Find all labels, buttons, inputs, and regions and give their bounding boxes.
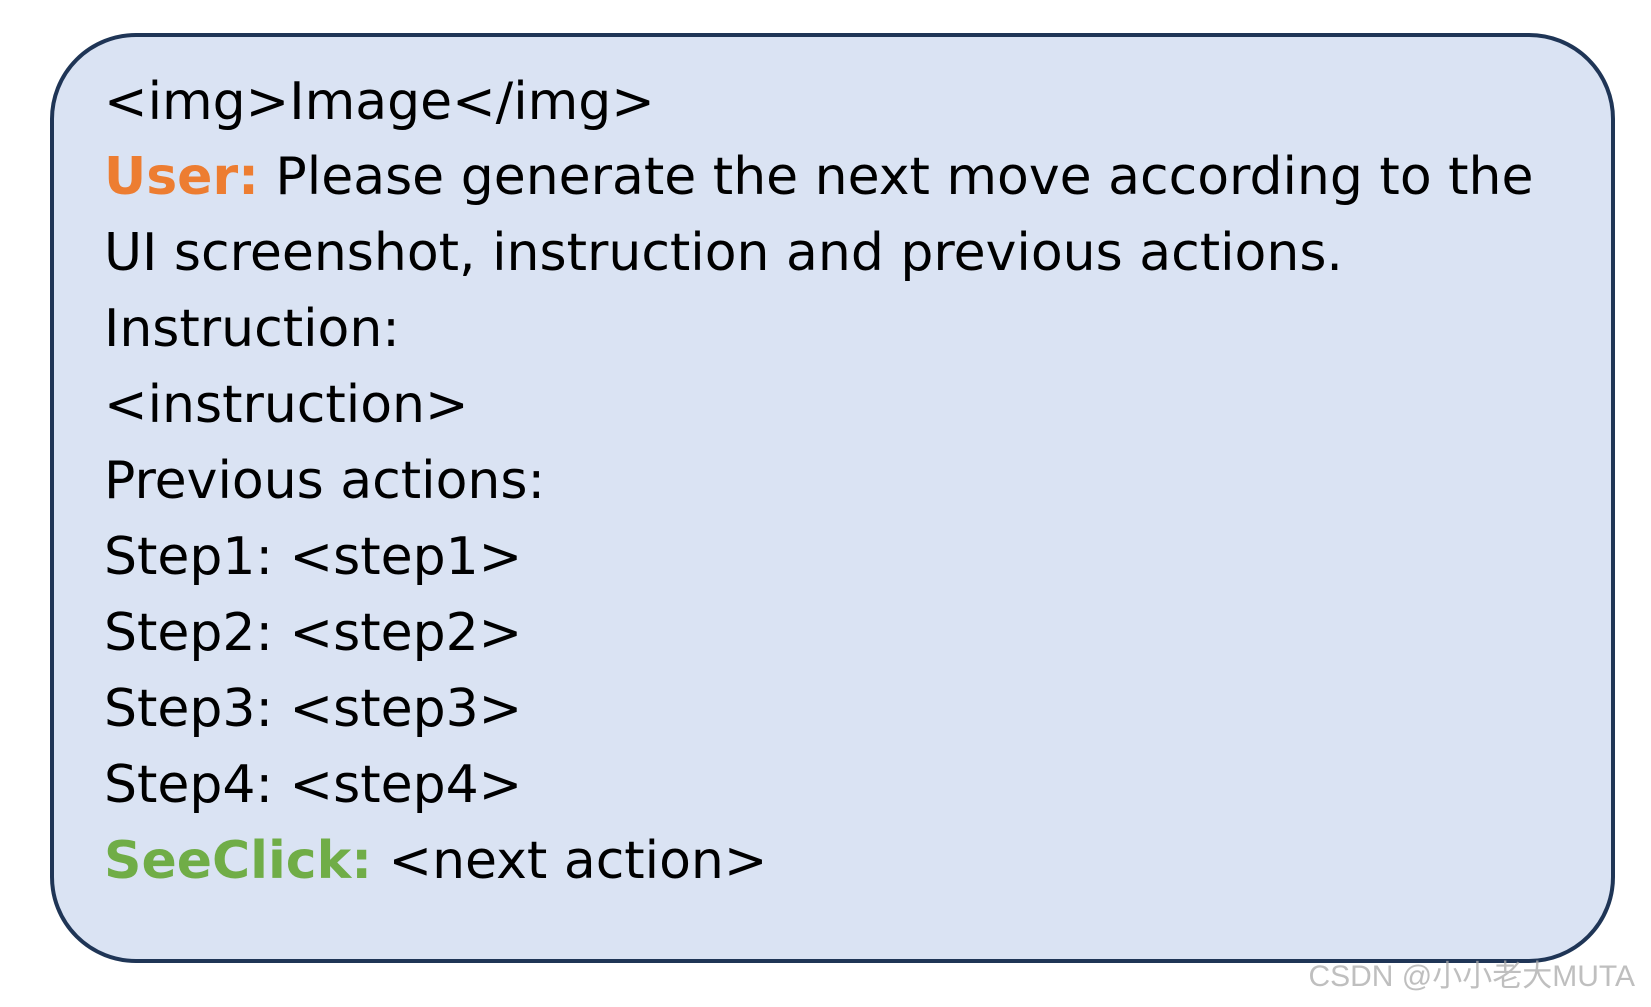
prompt-template-panel bbox=[50, 33, 1615, 963]
step-line: Step3: <step3> bbox=[104, 679, 523, 739]
instruction-label: Instruction: bbox=[104, 299, 400, 359]
step-line: Step1: <step1> bbox=[104, 527, 523, 587]
user-label: User: bbox=[104, 147, 259, 207]
watermark: CSDN @小小老大MUTA bbox=[1308, 960, 1635, 993]
user-prompt-line: User: Please generate the next move acco… bbox=[104, 151, 1534, 203]
user-prompt-continuation: UI screenshot, instruction and previous … bbox=[104, 223, 1343, 283]
seeclick-response-line: SeeClick: <next action> bbox=[104, 835, 767, 887]
step-line: Step2: <step2> bbox=[104, 603, 523, 663]
previous-actions-label: Previous actions: bbox=[104, 451, 545, 511]
image-placeholder-line: <img>Image</img> bbox=[104, 72, 655, 132]
user-prompt-text: Please generate the next move according … bbox=[258, 147, 1534, 207]
instruction-placeholder: <instruction> bbox=[104, 375, 469, 435]
step-line: Step4: <step4> bbox=[104, 755, 523, 815]
seeclick-response-text: <next action> bbox=[372, 831, 768, 891]
seeclick-label: SeeClick: bbox=[104, 831, 372, 891]
